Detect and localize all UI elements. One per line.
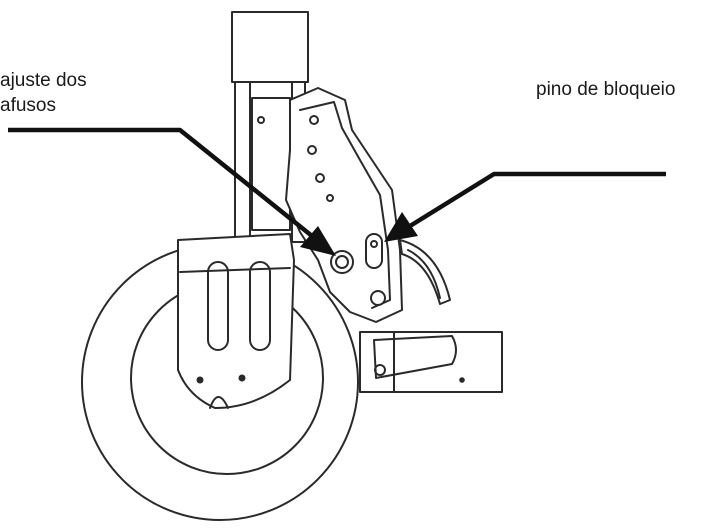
top-block xyxy=(231,11,309,83)
bracket-hole-4 xyxy=(326,194,334,202)
bracket-hole-3 xyxy=(315,173,325,183)
adjustment-bolt xyxy=(330,250,354,274)
bracket-hole-2 xyxy=(307,145,317,155)
housing-bolt xyxy=(374,364,386,376)
label-locking-pin: pino de bloqueio xyxy=(536,79,676,100)
locking-pin xyxy=(365,233,383,269)
lower-box-housing xyxy=(359,331,503,393)
fork-bolt-left xyxy=(196,376,204,384)
wheel-fork xyxy=(177,233,295,409)
pivot-bolt xyxy=(370,290,386,306)
bracket-hole-1 xyxy=(309,115,319,125)
label-adjustment-bolts-line2: afusos xyxy=(0,95,56,116)
label-adjustment-bolts-line1: ajuste dos xyxy=(0,70,87,91)
fork-bolt-right xyxy=(238,374,246,382)
label-adjustment-bolts: ajuste dos afusos xyxy=(0,68,87,118)
axle-cutout xyxy=(209,396,229,409)
right-leader-arrow xyxy=(384,171,666,242)
fork-slot-left xyxy=(207,261,229,351)
left-leader-arrow xyxy=(8,127,336,256)
fork-slot-right xyxy=(249,261,271,351)
adjustment-slot-plate xyxy=(399,239,451,305)
